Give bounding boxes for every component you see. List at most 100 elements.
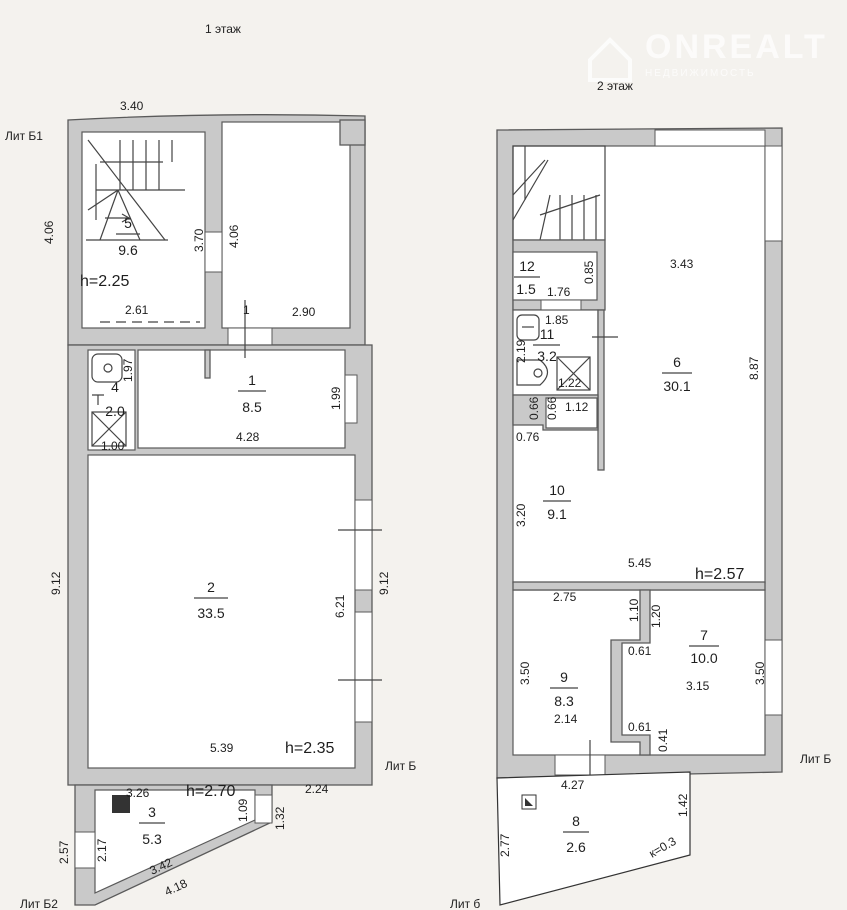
dimension: 9.12	[377, 571, 391, 595]
dimension: 0.76	[516, 430, 540, 444]
dimension: 1.99	[329, 386, 343, 410]
dimension: 2.57	[57, 840, 71, 864]
dimensions: 3.43 0.85 1.76 1.85 2.19 1.22 0.66 0.66 …	[498, 257, 767, 861]
dimension: 4.27	[561, 778, 585, 792]
watermark: ONREALT НЕДВИЖИМОСТЬ	[588, 28, 825, 82]
height-label: h=2.25	[80, 273, 129, 290]
room-area: 8.3	[554, 693, 574, 709]
dimension: 0.41	[656, 728, 670, 752]
room-labels: 5 9.6 1 8.5 4 2.0 2 33.5 3 5.3	[105, 215, 266, 847]
dimension: 1.20	[649, 604, 663, 628]
room-area: 9.6	[118, 242, 138, 258]
bathroom-fixtures-icon	[91, 300, 382, 681]
dimension: 1.09	[236, 798, 250, 822]
dimension: 1.32	[273, 806, 287, 830]
room-10-corridor	[545, 397, 598, 429]
dimension: 4.06	[42, 220, 56, 244]
lit-labels: Лит Б1 Лит Б Лит Б2	[5, 129, 416, 910]
dimension: 2.24	[305, 782, 329, 796]
room-area: 9.1	[547, 506, 567, 522]
room-area: 33.5	[197, 605, 224, 621]
room-area: 3.2	[537, 348, 557, 364]
room-8	[496, 771, 691, 906]
dimension: 3.15	[686, 679, 710, 693]
dimension: 1.00	[101, 439, 125, 453]
room-number: 2	[207, 579, 215, 595]
room-number: 1	[248, 372, 256, 388]
dimension: 2.19	[514, 339, 528, 363]
dimension: 2.77	[498, 833, 512, 857]
lit-labels: Лит Б Лит б	[450, 752, 831, 910]
room-area: 10.0	[690, 650, 717, 666]
chimney-icon	[112, 795, 130, 813]
dimension: 3.40	[120, 99, 144, 113]
room-number: 7	[700, 627, 708, 643]
dimension: 0.66	[527, 396, 541, 420]
dimension: 1.42	[676, 793, 690, 817]
floor-1-title: 1 этаж	[205, 22, 241, 36]
doorway	[204, 231, 223, 273]
room-11	[512, 309, 599, 396]
wall	[610, 589, 651, 756]
room-number: 4	[111, 379, 119, 395]
room-5	[81, 131, 206, 329]
room-area: 1.5	[516, 281, 536, 297]
room-labels: 12 1.5 11 3.2 6 30.1 10 9.1 9 8.3 7 10.0…	[514, 258, 719, 855]
dimension: 3.50	[753, 661, 767, 685]
lit-label: Лит Б	[385, 759, 416, 773]
room-area: 2.6	[566, 839, 586, 855]
dimension: 1	[243, 303, 250, 317]
room-number: 9	[560, 669, 568, 685]
partition	[204, 349, 211, 379]
room-number: 11	[540, 326, 555, 342]
dimension: 4.06	[227, 224, 241, 248]
dimension: 2.75	[553, 590, 577, 604]
dimension: 1.85	[545, 313, 569, 327]
dimension: 3.70	[192, 228, 206, 252]
dimension: 0.61	[628, 644, 652, 658]
room-upper-open	[221, 121, 351, 329]
dimension: 1.10	[627, 598, 641, 622]
dimension: 8.87	[747, 356, 761, 380]
dimension: 9.12	[49, 571, 63, 595]
room-area: 5.3	[142, 831, 162, 847]
room-number: 3	[148, 804, 156, 820]
house-logo-icon	[588, 37, 632, 82]
room-number: 10	[549, 482, 565, 498]
dimension: 6.21	[333, 594, 347, 618]
floor-2-title: 2 этаж	[597, 79, 633, 93]
window	[344, 374, 358, 424]
lit-label: Лит б	[450, 897, 480, 910]
room-number: 6	[673, 354, 681, 370]
dimension: 2.17	[95, 838, 109, 862]
room-1	[137, 349, 346, 449]
dimension: 3.43	[670, 257, 694, 271]
wall	[512, 581, 766, 591]
room-area: 2.0	[105, 403, 125, 419]
staircase-icon	[512, 145, 606, 241]
dimension: 4.28	[236, 430, 260, 444]
room-area: 30.1	[663, 378, 690, 394]
height-label: h=2.57	[695, 566, 744, 583]
dimension: 3.20	[514, 503, 528, 527]
window	[654, 129, 766, 147]
bathroom-fixtures-icon	[516, 314, 618, 391]
dimension: 4.18	[162, 876, 189, 899]
lit-label: Лит Б	[800, 752, 831, 766]
staircase-icon	[86, 139, 200, 323]
floor-2-plan: 2 этаж	[450, 79, 831, 910]
room-2	[87, 454, 356, 769]
dimension: 1.22	[558, 376, 582, 390]
dimension: 2.14	[554, 712, 578, 726]
door	[554, 754, 606, 776]
dimension: 1.76	[547, 285, 571, 299]
dimension: 2.90	[292, 305, 316, 319]
partition	[597, 309, 605, 471]
dimension: 5.39	[210, 741, 234, 755]
room-number: 8	[572, 813, 580, 829]
dimension: 2.61	[125, 303, 149, 317]
dimension: 3.50	[518, 661, 532, 685]
room-number: 5	[124, 215, 132, 231]
window	[254, 794, 273, 824]
